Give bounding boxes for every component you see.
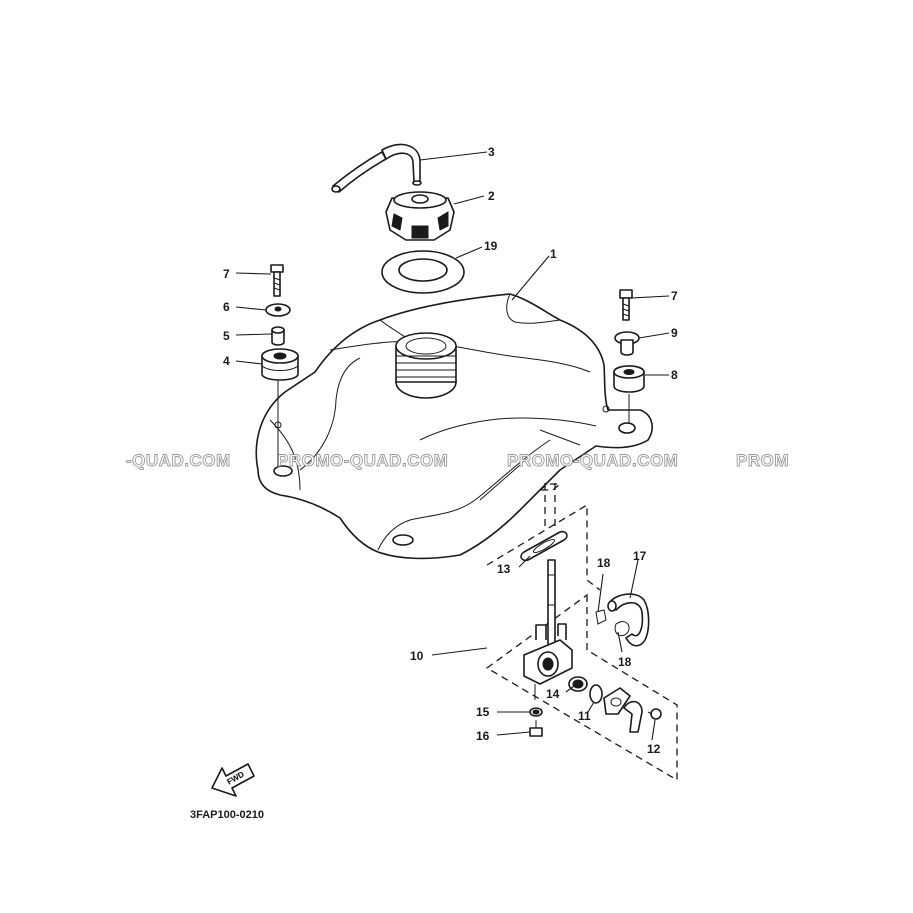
callout-8: 8 bbox=[671, 368, 678, 382]
callout-6: 6 bbox=[223, 300, 230, 314]
callout-16: 16 bbox=[476, 729, 490, 743]
callout-17: 17 bbox=[633, 549, 647, 563]
callout-3: 3 bbox=[488, 145, 495, 159]
callout-10: 10 bbox=[410, 649, 424, 663]
part-3-breather-hose bbox=[331, 143, 422, 193]
callout-14: 14 bbox=[546, 687, 560, 701]
callout-12: 12 bbox=[647, 742, 661, 756]
callout-2: 2 bbox=[488, 189, 495, 203]
callout-15: 15 bbox=[476, 705, 490, 719]
callout-4: 4 bbox=[223, 354, 230, 368]
callout-18-top: 18 bbox=[597, 556, 611, 570]
fwd-direction-arrow: FWD bbox=[211, 763, 255, 797]
callout-5: 5 bbox=[223, 329, 230, 343]
left-mount-hardware bbox=[261, 264, 299, 466]
callout-11: 11 bbox=[578, 709, 591, 723]
callout-7-left: 7 bbox=[223, 267, 230, 281]
callout-13: 13 bbox=[497, 562, 511, 576]
callout-9: 9 bbox=[671, 326, 678, 340]
watermark-row: -QUAD.COM PROMO-QUAD.COM PROMO-QUAD.COM … bbox=[126, 451, 789, 471]
part-1-fuel-tank bbox=[255, 293, 653, 560]
watermark-3: PROMO-QUAD.COM bbox=[507, 451, 678, 470]
fuel-cock-assembly bbox=[485, 483, 678, 782]
part-2-fuel-cap bbox=[385, 191, 455, 241]
callout-1: 1 bbox=[550, 247, 557, 261]
callout-19: 19 bbox=[484, 239, 498, 253]
callout-labels: 3 2 19 1 7 6 5 4 7 9 8 10 13 18 17 18 14… bbox=[223, 145, 678, 756]
leader-lines bbox=[235, 151, 670, 741]
callout-18-bottom: 18 bbox=[618, 655, 632, 669]
part-code-label: 3FAP100-0210 bbox=[190, 809, 264, 821]
watermark-4: PROM bbox=[736, 451, 789, 470]
part-19-cap-gasket bbox=[381, 250, 465, 294]
watermark-1: -QUAD.COM bbox=[126, 451, 231, 470]
watermark-2: PROMO-QUAD.COM bbox=[277, 451, 448, 470]
right-mount-hardware bbox=[613, 289, 645, 424]
callout-7-right: 7 bbox=[671, 289, 678, 303]
